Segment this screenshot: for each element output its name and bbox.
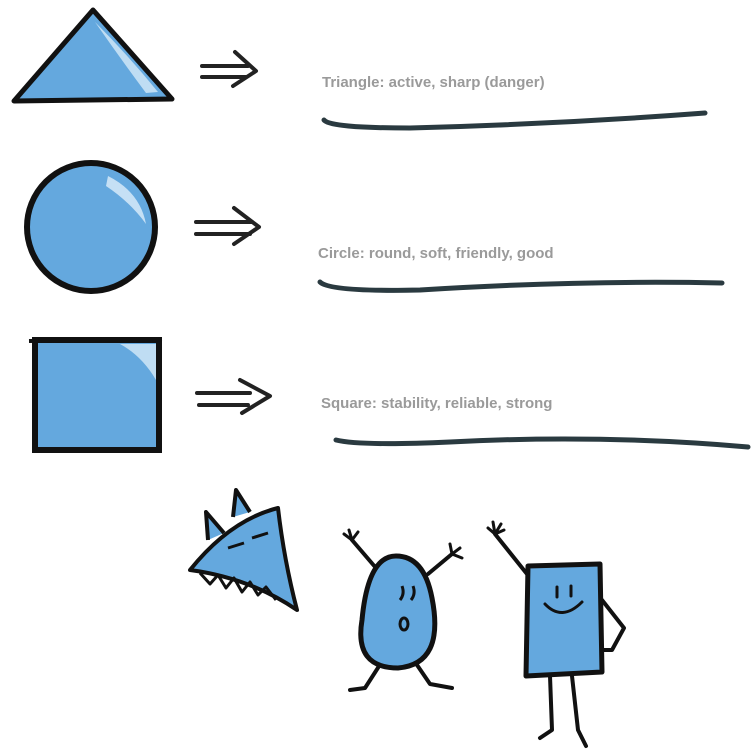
- underline-stroke: [324, 113, 705, 128]
- arrow-icon: [197, 380, 270, 413]
- square-character: [488, 522, 624, 746]
- underline-stroke: [320, 282, 722, 290]
- underline-stroke: [336, 439, 748, 447]
- circle-meaning-label: Circle: round, soft, friendly, good: [318, 245, 554, 262]
- square-meaning-label: Square: stability, reliable, strong: [321, 395, 552, 412]
- arrow-icon: [202, 52, 256, 86]
- circle-shape: [27, 163, 155, 291]
- triangle-shape: [14, 10, 172, 101]
- circle-bean-character: [344, 530, 462, 690]
- triangle-monster-character: [190, 490, 297, 610]
- arrow-icon: [196, 208, 259, 244]
- square-shape: [29, 339, 162, 450]
- triangle-meaning-label: Triangle: active, sharp (danger): [322, 74, 545, 91]
